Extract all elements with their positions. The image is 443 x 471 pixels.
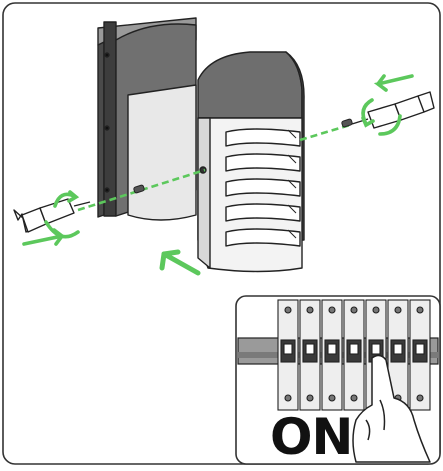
circuit-breaker-icon [278,300,430,410]
on-label: ON [270,412,352,462]
mounting-plate [98,18,196,220]
light-fixture [198,52,304,272]
